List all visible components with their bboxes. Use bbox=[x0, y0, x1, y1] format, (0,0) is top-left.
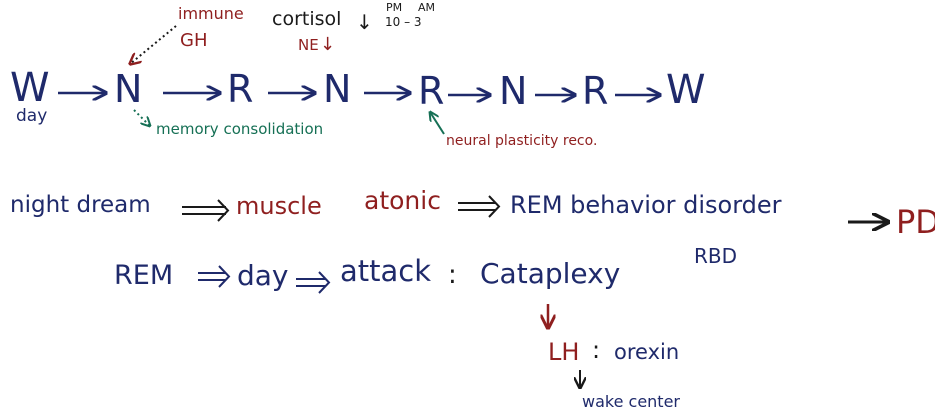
memory-dotted-arrow bbox=[133, 109, 150, 126]
memory-consolidation-label: memory consolidation bbox=[156, 120, 324, 138]
cortisol-label: cortisol bbox=[272, 8, 342, 30]
am-label: AM bbox=[418, 1, 436, 14]
immune-dotted-arrow bbox=[130, 25, 177, 64]
muscle-text: muscle bbox=[236, 192, 322, 220]
attack-text: attack bbox=[340, 254, 432, 288]
cortisol-down-arrow: ↓ bbox=[356, 10, 373, 34]
stage-n2: N bbox=[323, 67, 352, 111]
colon-orexin: : bbox=[592, 336, 601, 364]
pm-label: PM bbox=[386, 1, 403, 14]
immune-label: immune bbox=[178, 4, 244, 23]
orexin-text: orexin bbox=[614, 340, 680, 364]
stage-n3: N bbox=[499, 69, 528, 113]
lh-text: LH bbox=[548, 338, 580, 366]
ne-label: NE bbox=[298, 36, 319, 54]
pd-text: PD bbox=[896, 203, 935, 241]
ne-down-arrow: ↓ bbox=[320, 34, 336, 55]
rem-behavior-disorder-text: REM behavior disorder bbox=[510, 191, 782, 219]
stage-n1: N bbox=[114, 67, 143, 111]
day-label: day bbox=[16, 106, 48, 126]
rbd-abbreviation: RBD bbox=[694, 244, 738, 268]
double-arrow-atonic-rem bbox=[458, 195, 501, 218]
gh-label: GH bbox=[180, 30, 208, 51]
stage-wake-start: W bbox=[10, 65, 50, 111]
double-arrow-day-attack bbox=[296, 271, 331, 294]
night-dream-text: night dream bbox=[10, 192, 151, 218]
stage-r2: R bbox=[418, 69, 445, 113]
stage-r3: R bbox=[582, 69, 609, 113]
stage-wake-end: W bbox=[666, 67, 706, 113]
colon-cataplexy: : bbox=[448, 260, 457, 290]
rem-text: REM bbox=[114, 260, 174, 291]
double-arrow-dream-muscle bbox=[182, 199, 230, 222]
neural-plasticity-label: neural plasticity reco. bbox=[446, 133, 598, 149]
double-arrow-rem-day bbox=[198, 265, 231, 288]
day-text: day bbox=[237, 259, 289, 292]
time-range: 10 – 3 bbox=[385, 15, 422, 29]
atonic-text: atonic bbox=[364, 186, 441, 215]
stage-r1: R bbox=[227, 67, 254, 111]
neural-plasticity-arrow bbox=[430, 112, 445, 135]
wake-center-text: wake center bbox=[582, 392, 680, 411]
cataplexy-text: Cataplexy bbox=[480, 257, 621, 290]
